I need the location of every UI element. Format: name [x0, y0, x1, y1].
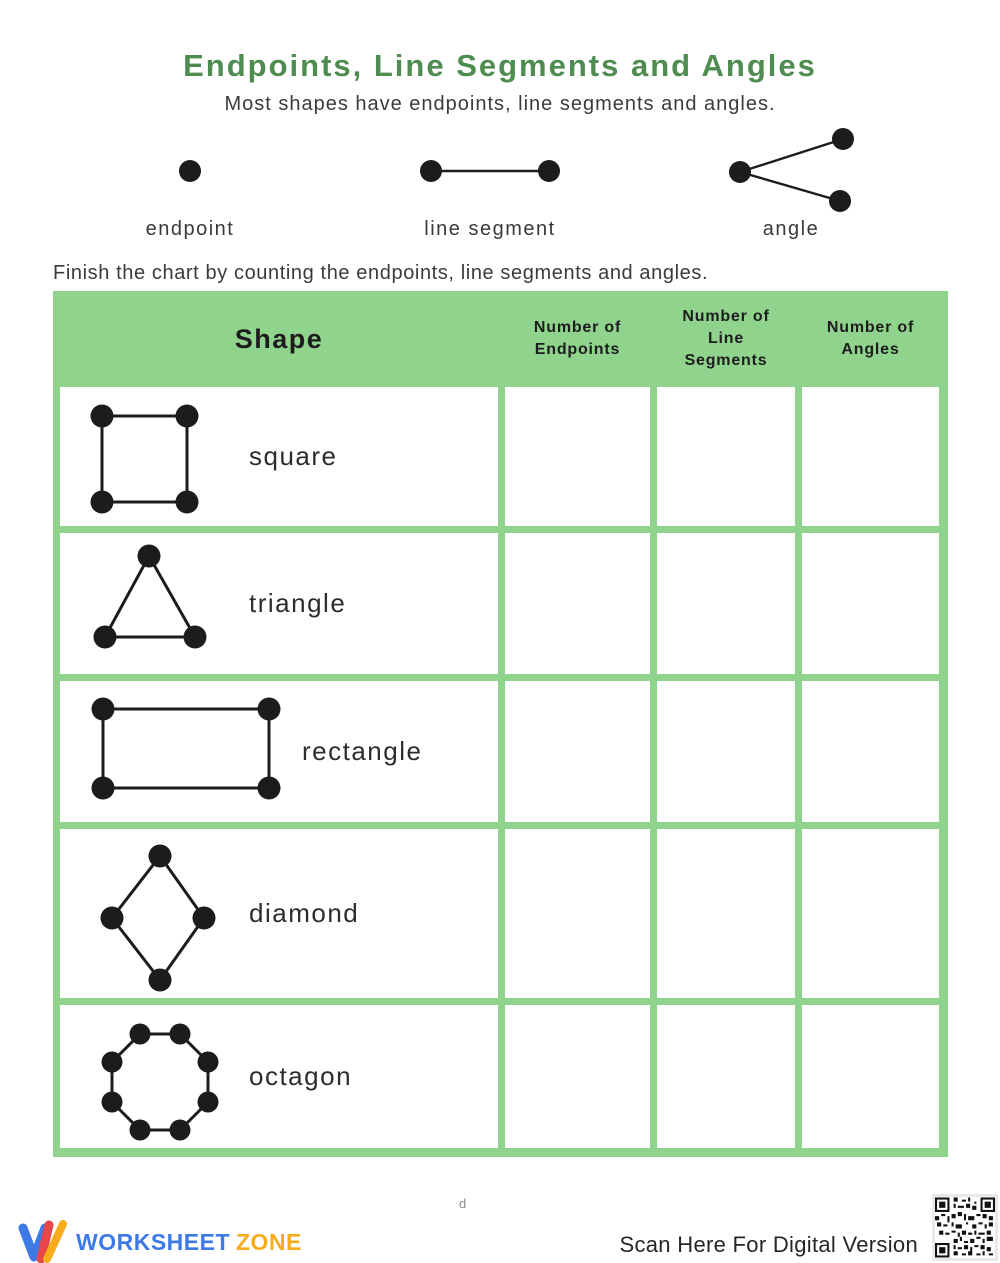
answer-cell-square-angles[interactable]: [802, 387, 939, 526]
header-shape: Shape: [234, 323, 324, 354]
answer-cell-diamond-endpoints[interactable]: [505, 829, 650, 998]
example-line-segment: line segment: [395, 128, 585, 241]
line-segment-figure: [418, 128, 562, 214]
answer-cell-rectangle-endpoints[interactable]: [505, 681, 650, 822]
rectangle-figure-icon: [91, 697, 281, 800]
header-number-of-line-segments: Number of Line Segments: [682, 308, 770, 369]
answer-cell-square-endpoints[interactable]: [505, 387, 650, 526]
instruction-text: Finish the chart by counting the endpoin…: [53, 262, 709, 284]
shape-name-rectangle: rectangle: [302, 736, 423, 766]
table-row-diamond-shape: diamond: [60, 829, 498, 998]
table-row-octagon-shape: octagon: [60, 1005, 498, 1148]
qr-code-icon: [935, 1197, 995, 1258]
answer-cell-octagon-line-segments[interactable]: [657, 1005, 795, 1148]
shape-name-square: square: [249, 441, 338, 471]
header-number-of-endpoints: Number of Endpoints: [533, 319, 622, 358]
answer-cell-diamond-line-segments[interactable]: [657, 829, 795, 998]
table-row-rectangle-shape: rectangle: [60, 681, 498, 822]
square-figure-icon: [90, 404, 199, 514]
brand-zone: ZONE: [236, 1228, 302, 1255]
angle-icon: [729, 128, 854, 212]
endpoint-figure: [177, 128, 203, 214]
page-subtitle: Most shapes have endpoints, line segment…: [224, 93, 776, 115]
scan-here-text: Scan Here For Digital Version: [619, 1232, 918, 1257]
brand-worksheet: WORKSHEET: [76, 1228, 230, 1255]
page-title: Endpoints, Line Segments and Angles: [183, 48, 817, 83]
answer-cell-rectangle-line-segments[interactable]: [657, 681, 795, 822]
answer-cell-octagon-angles[interactable]: [802, 1005, 939, 1148]
angle-figure: [726, 128, 856, 214]
shape-name-diamond: diamond: [249, 898, 360, 928]
shape-name-triangle: triangle: [249, 588, 347, 618]
shape-name-octagon: octagon: [249, 1061, 353, 1091]
endpoint-dot-icon: [179, 160, 201, 182]
octagon-figure-icon: [101, 1023, 219, 1141]
table-row-triangle-shape: triangle: [60, 533, 498, 674]
example-angle: angle: [705, 128, 877, 241]
answer-cell-square-line-segments[interactable]: [657, 387, 795, 526]
answer-cell-diamond-angles[interactable]: [802, 829, 939, 998]
diamond-figure-icon: [100, 844, 216, 992]
answer-cell-rectangle-angles[interactable]: [802, 681, 939, 822]
worksheetzone-w-icon: [18, 1220, 67, 1263]
triangle-figure-icon: [93, 544, 207, 649]
line-segment-icon: [420, 160, 560, 182]
angle-label: angle: [762, 218, 820, 240]
answer-cell-triangle-line-segments[interactable]: [657, 533, 795, 674]
header-number-of-angles: Number of Angles: [826, 319, 915, 358]
answer-cell-octagon-endpoints[interactable]: [505, 1005, 650, 1148]
answer-cell-triangle-angles[interactable]: [802, 533, 939, 674]
qr-code: [932, 1194, 998, 1261]
answer-cell-triangle-endpoints[interactable]: [505, 533, 650, 674]
example-endpoint: endpoint: [130, 128, 250, 241]
endpoint-label: endpoint: [145, 218, 235, 240]
print-artifact: d: [459, 1196, 467, 1211]
line-segment-label: line segment: [424, 218, 556, 240]
example-figures: endpoint line segment: [0, 128, 1000, 246]
table-row-square-shape: square: [60, 387, 498, 526]
shapes-table: Shape Number of Endpoints Number of Line…: [53, 291, 948, 1157]
